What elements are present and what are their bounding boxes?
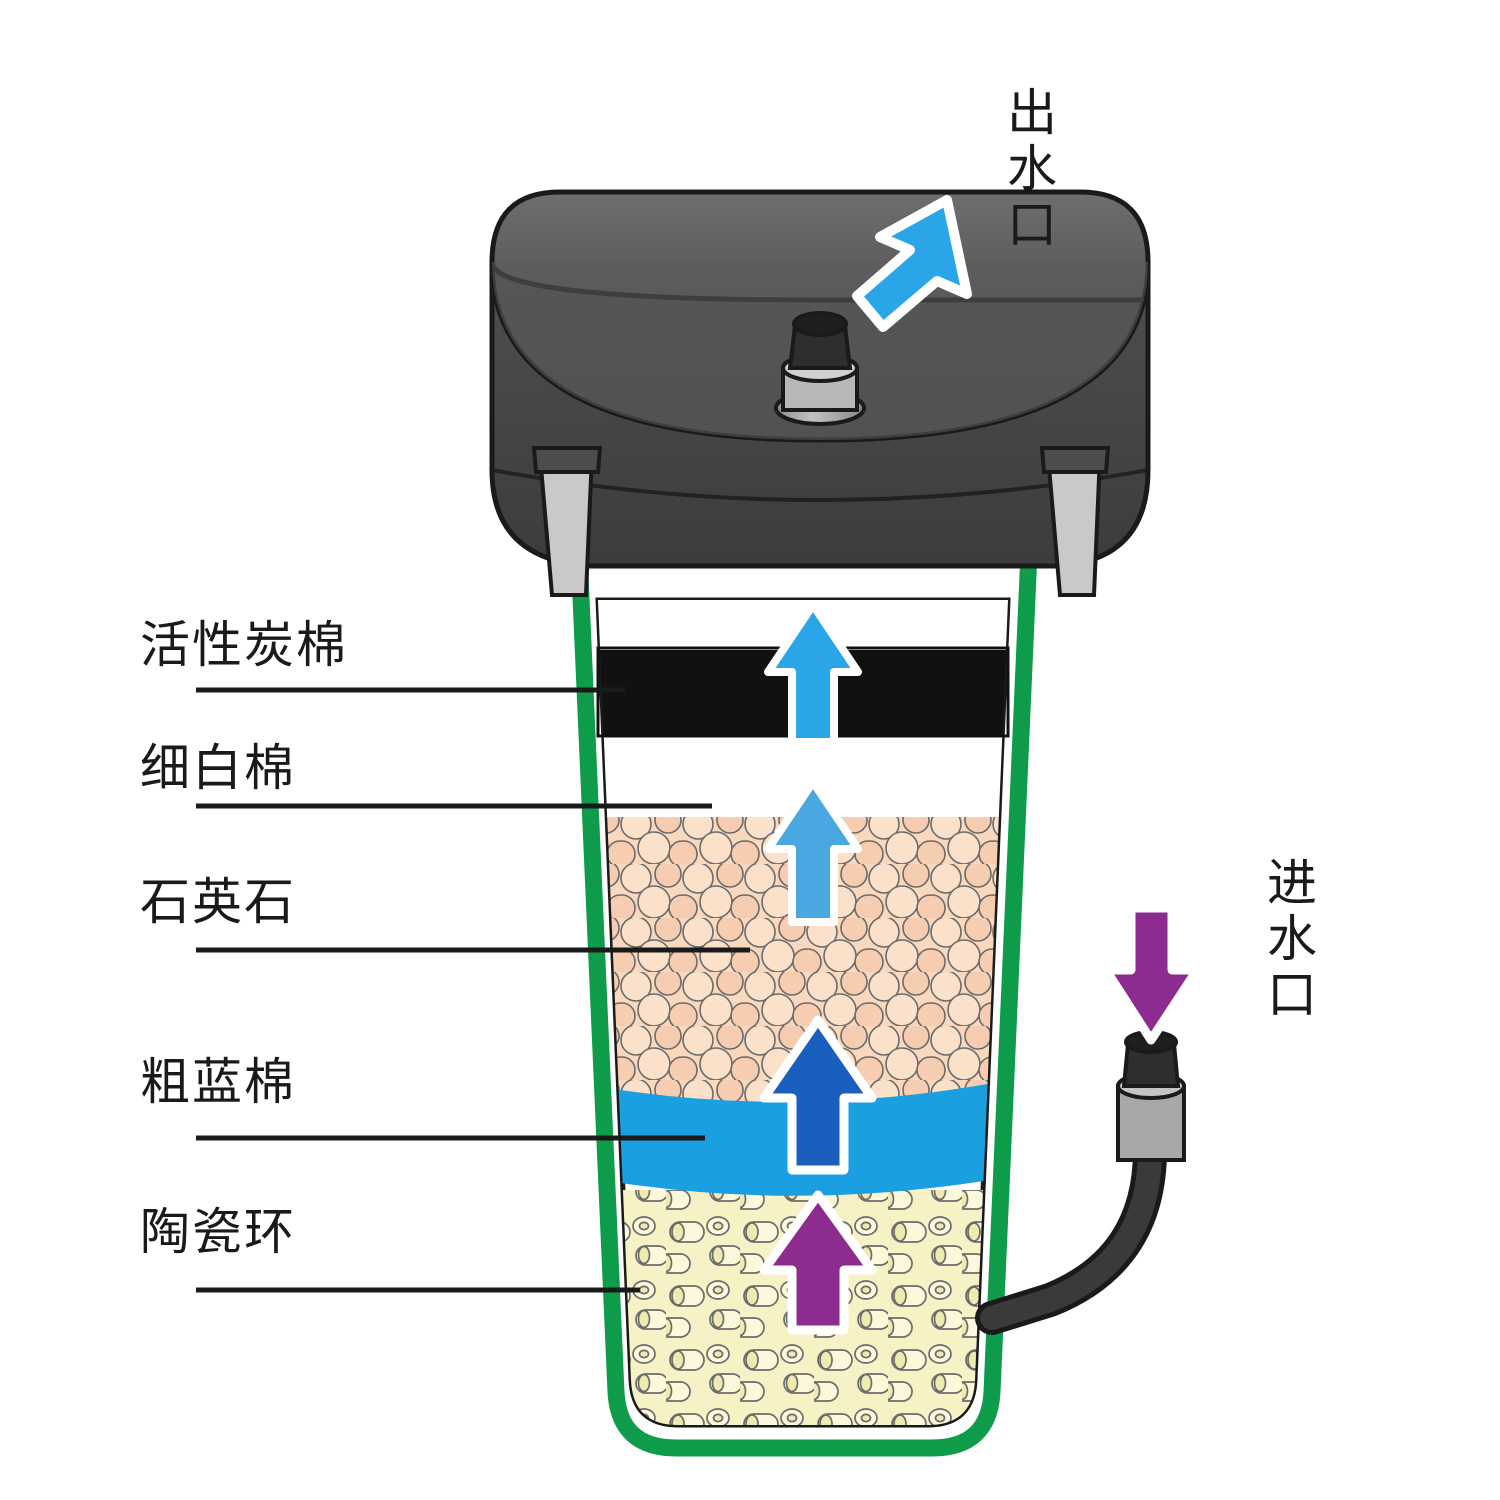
label-inlet-char-3: 口 xyxy=(1267,966,1317,1024)
label-outlet-char-3: 口 xyxy=(1007,196,1057,254)
label-outlet-char-1: 出 xyxy=(1007,84,1057,142)
flow-arrow-carbon xyxy=(764,601,862,746)
outlet-nozzle xyxy=(774,311,866,426)
inlet-pipe xyxy=(975,1030,1186,1335)
label-quartz-stone: 石英石 xyxy=(140,873,296,931)
flow-arrow-inlet xyxy=(1101,903,1202,1045)
flow-arrow-outlet xyxy=(852,195,972,332)
label-ceramic-ring: 陶瓷环 xyxy=(140,1203,296,1261)
label-carbon-cotton: 活性炭棉 xyxy=(140,616,348,674)
flow-arrow-quartz xyxy=(759,1015,877,1175)
label-inlet-char-1: 进 xyxy=(1267,854,1317,912)
lid-clamp-left[interactable] xyxy=(531,446,603,597)
flow-arrow-ceramic xyxy=(759,1190,877,1335)
label-outlet-char-2: 水 xyxy=(1007,140,1057,198)
lid-clamp-right[interactable] xyxy=(1039,446,1111,597)
label-inlet: 进 水 口 xyxy=(1262,855,1322,1023)
label-inlet-char-2: 水 xyxy=(1267,910,1317,968)
canister-lid xyxy=(489,189,1151,597)
flow-arrow-white-cotton xyxy=(764,778,862,926)
label-fine-white-cotton: 细白棉 xyxy=(140,739,296,797)
layer-quartz-stone xyxy=(598,815,1008,1102)
leader-lines xyxy=(196,687,750,1293)
label-outlet: 出 水 口 xyxy=(1002,85,1062,253)
label-coarse-blue-cotton: 粗蓝棉 xyxy=(140,1053,296,1111)
